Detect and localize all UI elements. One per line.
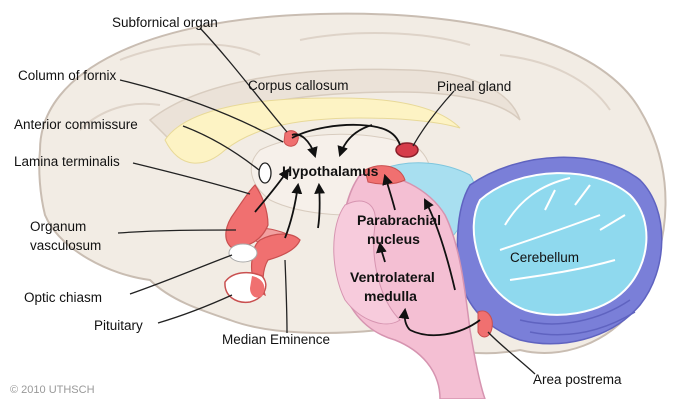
label-lamina-terminalis: Lamina terminalis bbox=[14, 154, 120, 169]
label-optic-chiasm: Optic chiasm bbox=[24, 290, 102, 305]
label-hypothalamus: Hypothalamus bbox=[282, 163, 379, 179]
label-area-postrema: Area postrema bbox=[533, 372, 622, 387]
anterior-commissure bbox=[259, 163, 271, 183]
label-pineal-gland: Pineal gland bbox=[437, 79, 511, 94]
label-parabrachial-line1: Parabrachial bbox=[357, 212, 441, 228]
label-subfornical-organ: Subfornical organ bbox=[112, 15, 218, 30]
cerebellum-arbor bbox=[474, 173, 647, 315]
optic-chiasm-shape bbox=[229, 244, 257, 262]
label-ventrolateral-line2: medulla bbox=[364, 288, 417, 304]
label-column-of-fornix: Column of fornix bbox=[18, 68, 117, 83]
label-corpus-callosum: Corpus callosum bbox=[248, 78, 349, 93]
copyright-notice: © 2010 UTHSCH bbox=[10, 384, 95, 396]
label-pituitary: Pituitary bbox=[94, 318, 143, 333]
label-ventrolateral-line1: Ventrolateral bbox=[350, 269, 435, 285]
label-median-eminence: Median Eminence bbox=[222, 332, 330, 347]
subfornical-organ bbox=[284, 131, 298, 146]
label-cerebellum: Cerebellum bbox=[510, 250, 579, 265]
label-organum-line1: Organum bbox=[30, 219, 86, 234]
label-anterior-commissure: Anterior commissure bbox=[14, 117, 138, 132]
label-organum-line2: vasculosum bbox=[30, 238, 101, 253]
label-parabrachial-line2: nucleus bbox=[367, 231, 420, 247]
